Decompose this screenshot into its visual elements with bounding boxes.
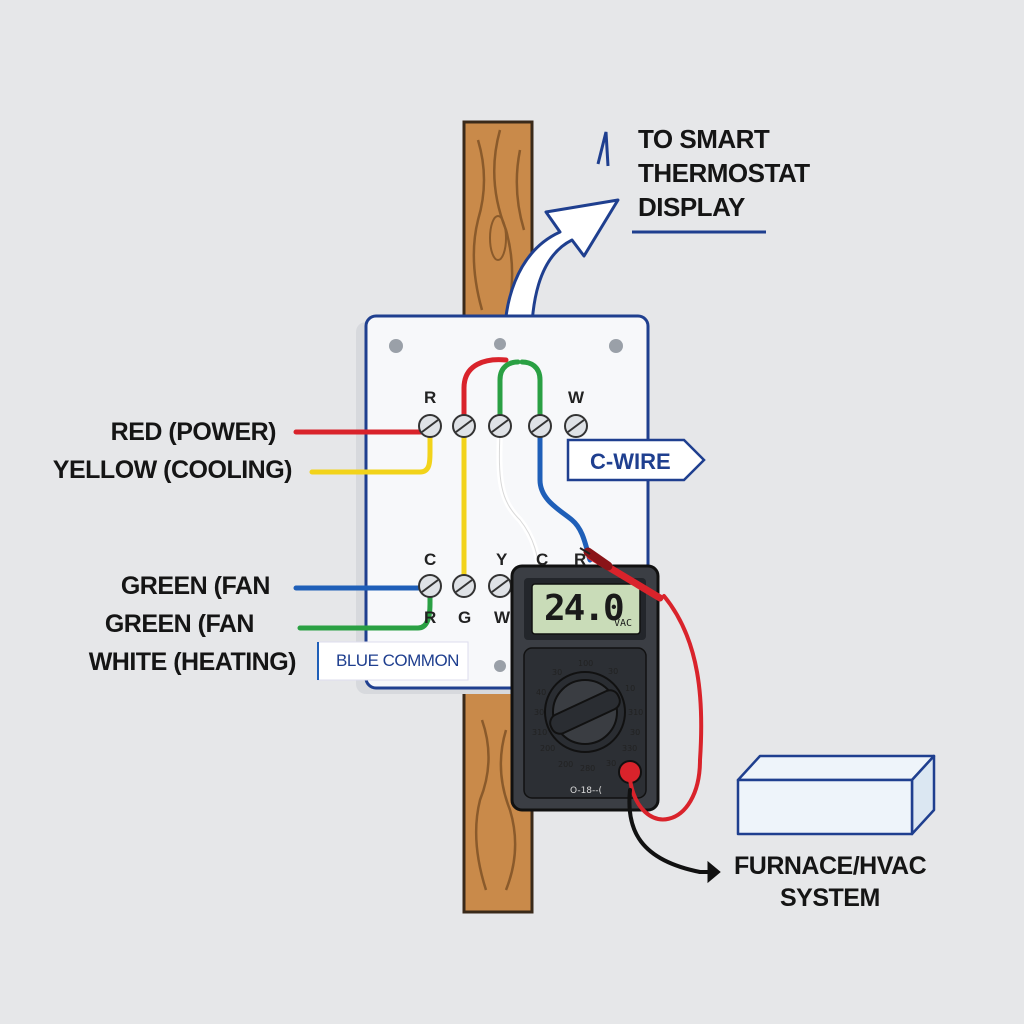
meter-unit: VAC <box>614 618 633 629</box>
to-display-label-line2: THERMOSTAT <box>638 158 810 188</box>
screw-top-4 <box>528 414 552 438</box>
dial-mark-6: 30 <box>534 708 545 717</box>
screw-top-1 <box>418 414 442 438</box>
terminal-label-bottom-y: Y <box>496 550 508 569</box>
green-fan-label-2: GREEN (FAN <box>104 610 255 638</box>
screw-bottom-3 <box>488 574 512 598</box>
terminal-label-bottom-r: R <box>424 608 437 627</box>
dial-mark-10: 330 <box>622 744 638 753</box>
terminal-label-top-w: W <box>568 388 585 407</box>
to-display-label-line1: TO SMART <box>638 124 770 154</box>
dial-mark-3: 30 <box>552 668 563 677</box>
furnace-label-line2: SYSTEM <box>780 884 880 912</box>
screw-bottom-1 <box>418 574 442 598</box>
terminal-label-bottom-c: C <box>424 550 437 569</box>
white-heating-label: WHITE (HEATING) <box>88 648 297 676</box>
terminal-label-bottom-r2: R <box>574 550 587 569</box>
dial-mark-1: 100 <box>578 659 594 668</box>
bottom-terminal-screws <box>418 574 512 598</box>
red-power-label: RED (POWER) <box>110 418 277 446</box>
meter-reading: 24.0 <box>544 588 625 629</box>
dial-mark-7: 310 <box>628 708 644 717</box>
blue-common-label: BLUE COMMON <box>336 651 459 670</box>
terminal-label-top-r: R <box>424 388 437 407</box>
screw-top-2 <box>452 414 476 438</box>
meter-footer: O-18--( <box>570 786 603 796</box>
terminal-label-bottom-c2: C <box>536 550 549 569</box>
screw-top-5 <box>564 414 588 438</box>
dial-mark-8: 310 <box>532 728 548 737</box>
wires <box>293 357 593 631</box>
screw-bottom-2 <box>452 574 476 598</box>
dial-mark-2: 30 <box>608 667 619 676</box>
c-wire-label: C-WIRE <box>590 449 671 474</box>
terminal-label-bottom-g: G <box>458 608 472 627</box>
probe-leads <box>627 594 721 884</box>
dial-mark-13: 280 <box>580 764 596 773</box>
top-terminal-screws <box>418 414 588 438</box>
lcd-screen <box>531 583 641 635</box>
accent-tick <box>596 131 610 167</box>
blue-common-tag <box>317 641 469 681</box>
dial-mark-14: 30 <box>606 759 617 768</box>
yellow-cooling-label: YELLOW (COOLING) <box>52 456 293 484</box>
c-wire-tag <box>566 438 706 482</box>
red-probe <box>579 547 664 602</box>
to-display-label-line3: DISPLAY <box>638 192 745 222</box>
dial-mark-4: 10 <box>625 684 636 693</box>
dial-mark-5: 40 <box>536 688 547 697</box>
multimeter <box>510 564 660 812</box>
dial-mark-11: 200 <box>540 744 556 753</box>
dial-mark-12: 200 <box>558 760 574 769</box>
dial-mark-9: 30 <box>630 728 641 737</box>
terminal-label-bottom-w: W <box>494 608 511 627</box>
hvac-box <box>736 754 936 836</box>
screw-top-3 <box>488 414 512 438</box>
green-fan-label-1: GREEN (FAN <box>120 572 271 600</box>
furnace-label-line1: FURNACE/HVAC <box>734 852 927 880</box>
